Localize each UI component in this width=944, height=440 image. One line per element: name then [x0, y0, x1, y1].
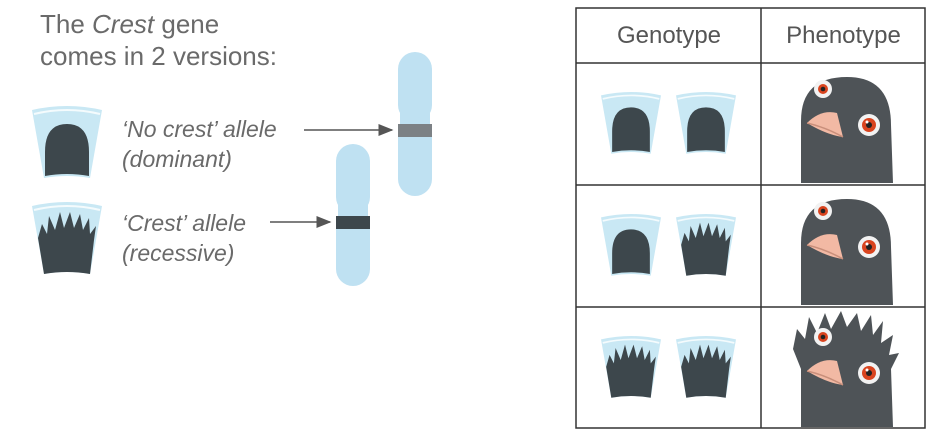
- no-crest-allele-name: ‘No crest’ allele: [122, 116, 277, 142]
- row1-phenotype-pigeon-no-crest: [800, 76, 894, 183]
- genotype-phenotype-table: [575, 7, 926, 429]
- chromosome-no-crest: [398, 52, 432, 196]
- title-post: gene: [154, 9, 220, 39]
- chromosome-crest: [336, 144, 370, 286]
- row2-genotype-allele2: [676, 213, 736, 277]
- crest-allele-band: [336, 216, 370, 229]
- row2-phenotype-pigeon-no-crest: [800, 198, 894, 305]
- no-crest-allele-band: [398, 124, 432, 137]
- row1-genotype-allele2: [676, 91, 736, 155]
- diagram-title: The Crest gene comes in 2 versions:: [40, 8, 277, 72]
- title-line2: comes in 2 versions:: [40, 41, 277, 71]
- title-gene-name: Crest: [92, 9, 155, 39]
- crest-allele-dominance: (recessive): [122, 240, 235, 266]
- crest-allele-label: ‘Crest’ allele (recessive): [122, 208, 246, 268]
- no-crest-allele-label: ‘No crest’ allele (dominant): [122, 114, 277, 174]
- genotype-header: Genotype: [616, 22, 722, 49]
- no-crest-cell-icon: [32, 105, 102, 178]
- no-crest-allele-dominance: (dominant): [122, 146, 232, 172]
- crest-allele-name: ‘Crest’ allele: [122, 210, 246, 236]
- title-pre: The: [40, 9, 93, 39]
- row3-genotype-allele2: [676, 335, 736, 399]
- row1-genotype-allele1: [601, 91, 661, 155]
- phenotype-header: Phenotype: [786, 22, 901, 49]
- crest-cell-icon: [32, 201, 102, 274]
- row3-genotype-allele1: [601, 335, 661, 399]
- row2-genotype-allele1: [601, 213, 661, 277]
- row3-phenotype-pigeon-crest: [792, 310, 900, 427]
